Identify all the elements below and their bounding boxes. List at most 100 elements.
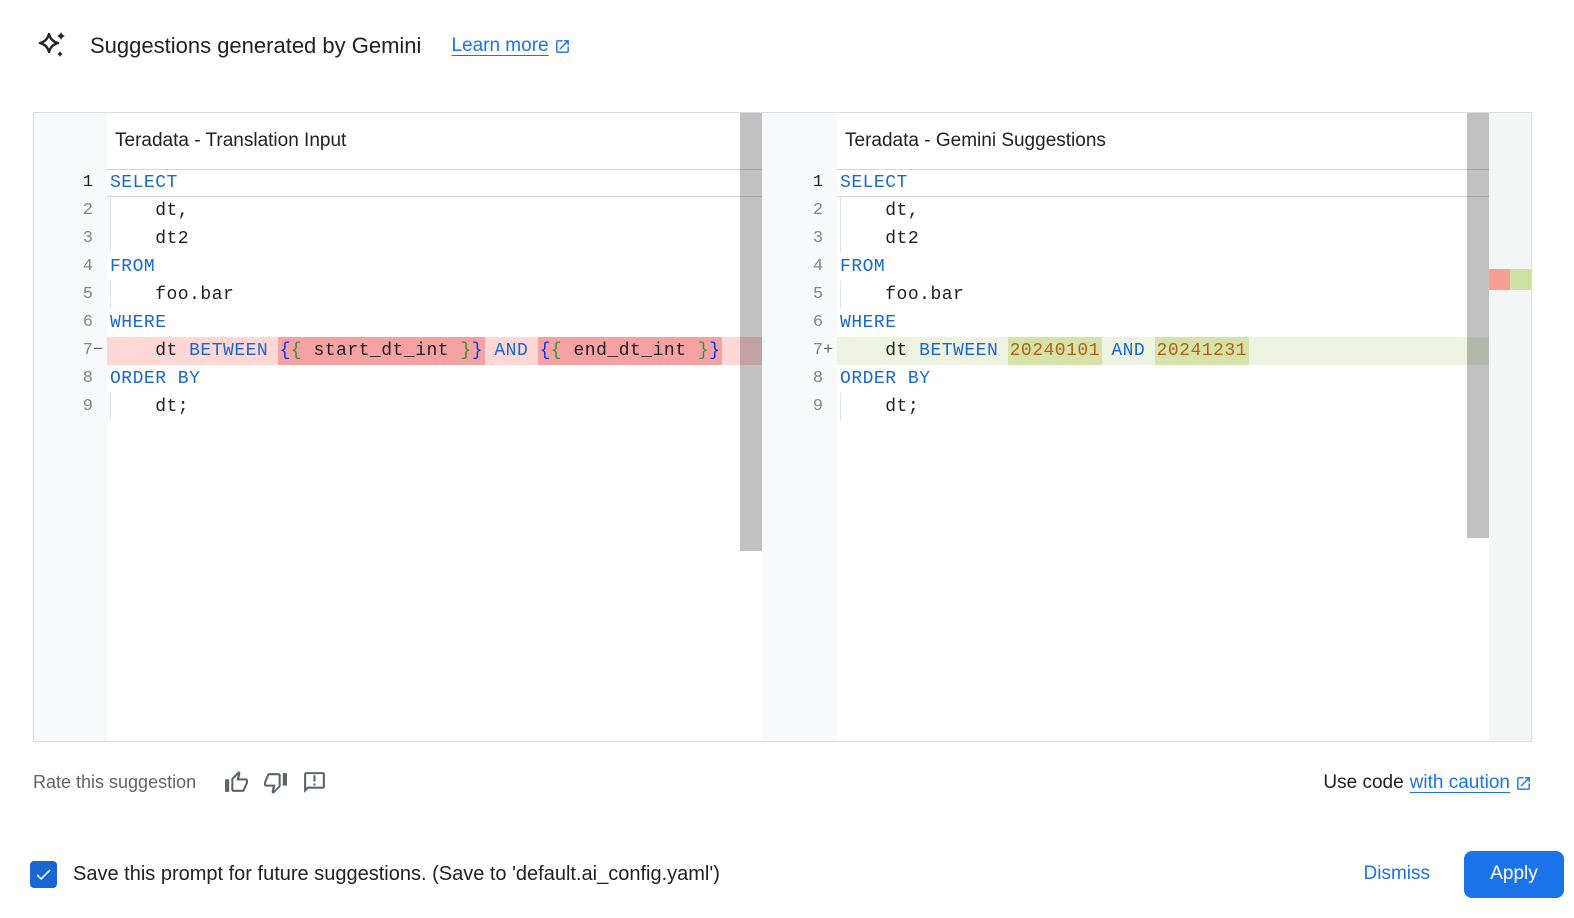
code-line: 9 dt; [762, 393, 1489, 421]
code-line-content: ORDER BY [110, 369, 201, 389]
code-line: 1 SELECT [34, 169, 763, 197]
diff-sign [93, 253, 107, 281]
code-line-content: SELECT [107, 169, 763, 197]
line-number-cell: 9 [34, 393, 107, 421]
line-number-cell: 2 [34, 197, 107, 225]
diff-overview-ruler [1489, 113, 1531, 741]
diff-sign [93, 393, 107, 421]
line-number: 3 [82, 229, 93, 248]
rate-label: Rate this suggestion [33, 772, 197, 792]
diff-sign [823, 281, 837, 309]
line-number-cell: 3 [34, 225, 107, 253]
save-prompt-label: Save this prompt for future suggestions.… [73, 862, 720, 885]
code-line-content: WHERE [840, 313, 897, 333]
line-number-gutter [34, 113, 107, 741]
code-line-content: dt BETWEEN {{ start_dt_int }} AND {{ end… [107, 337, 763, 365]
code-line-content: ORDER BY [840, 369, 931, 389]
open-in-new-icon [1517, 776, 1530, 790]
code-line-content: FROM [840, 257, 886, 277]
code-line-content: dt, [837, 197, 1489, 225]
code-line: 3 dt2 [34, 225, 762, 253]
save-prompt-checkbox[interactable] [30, 860, 57, 888]
line-number-cell: 8 [34, 365, 107, 393]
line-number-cell: 1 [34, 169, 107, 197]
bottom-action-bar: Save this prompt for future suggestions.… [30, 848, 1564, 900]
learn-more-link[interactable]: Learn more [451, 35, 570, 57]
line-number: 6 [82, 313, 93, 332]
gemini-sparkle-icon [38, 32, 65, 57]
with-caution-link[interactable]: with caution [1410, 772, 1532, 794]
line-number-cell: 2 [762, 197, 837, 225]
thumb-down-icon [264, 773, 288, 794]
diff-sign [823, 225, 837, 253]
code-line-content: dt2 [107, 225, 762, 253]
code-line: 8 ORDER BY [34, 365, 762, 393]
line-number-cell: 4 [762, 253, 837, 281]
right-editor-title: Teradata - Gemini Suggestions [837, 113, 1489, 169]
line-number: 9 [812, 397, 824, 416]
diff-sign [823, 393, 837, 421]
open-in-new-icon [555, 39, 569, 53]
diff-sign [823, 309, 837, 337]
code-line: 3 dt2 [762, 225, 1489, 253]
code-line: 6 WHERE [34, 309, 762, 337]
diff-sign [823, 253, 837, 281]
diff-sign [93, 197, 107, 225]
apply-button[interactable]: Apply [1464, 850, 1564, 898]
thumb-up-icon [225, 771, 249, 792]
code-line-content: dt; [107, 393, 762, 421]
page-title: Suggestions generated by Gemini [90, 33, 422, 58]
line-number: 1 [82, 173, 93, 192]
line-number: 5 [82, 285, 93, 304]
line-number-cell: 7+ [762, 337, 837, 365]
line-number: 1 [812, 173, 824, 192]
removed-diff-marker [1489, 269, 1510, 290]
code-line-content: dt2 [837, 225, 1489, 253]
line-number-cell: 7− [34, 337, 107, 365]
line-number-cell: 1 [762, 169, 837, 197]
code-line: 7− dt BETWEEN {{ start_dt_int }} AND {{ … [34, 337, 763, 365]
code-line: 2 dt, [34, 197, 762, 225]
line-number-cell: 6 [762, 309, 837, 337]
diff-sign [93, 225, 107, 253]
left-scrollbar-thumb[interactable] [740, 113, 763, 551]
code-line-content: dt, [107, 197, 762, 225]
suggestions-header: Suggestions generated by Gemini Learn mo… [36, 30, 571, 62]
line-number: 8 [82, 369, 93, 388]
code-line-content: WHERE [110, 313, 167, 333]
diff-sign [823, 197, 837, 225]
line-number-cell: 5 [762, 281, 837, 309]
added-diff-marker [1510, 269, 1531, 290]
line-number: 7 [812, 341, 824, 360]
feedback-button[interactable] [302, 770, 327, 795]
diff-sign [93, 309, 107, 337]
line-number-cell: 5 [34, 281, 107, 309]
dismiss-button[interactable]: Dismiss [1340, 853, 1455, 895]
line-number-cell: 9 [762, 393, 837, 421]
code-line: 5 foo.bar [762, 281, 1489, 309]
learn-more-label: Learn more [451, 35, 549, 56]
diff-sign [823, 169, 837, 197]
thumb-up-button[interactable] [224, 770, 249, 795]
use-code-caution-row: Use code with caution [1323, 772, 1532, 794]
right-scrollbar-thumb[interactable] [1467, 113, 1489, 538]
code-line: 7+ dt BETWEEN 20240101 AND 20241231 [762, 337, 1489, 365]
line-number: 6 [812, 313, 824, 332]
checkmark-icon [36, 868, 51, 880]
rate-suggestion-row: Rate this suggestion [33, 770, 341, 795]
line-number: 8 [812, 369, 824, 388]
line-number: 2 [812, 201, 824, 220]
thumb-down-button[interactable] [263, 770, 288, 795]
left-editor-title: Teradata - Translation Input [107, 113, 763, 169]
code-line-content: FROM [110, 257, 156, 277]
code-line: 5 foo.bar [34, 281, 762, 309]
diff-sign [823, 365, 837, 393]
diff-sign [93, 281, 107, 309]
code-line: 9 dt; [34, 393, 762, 421]
